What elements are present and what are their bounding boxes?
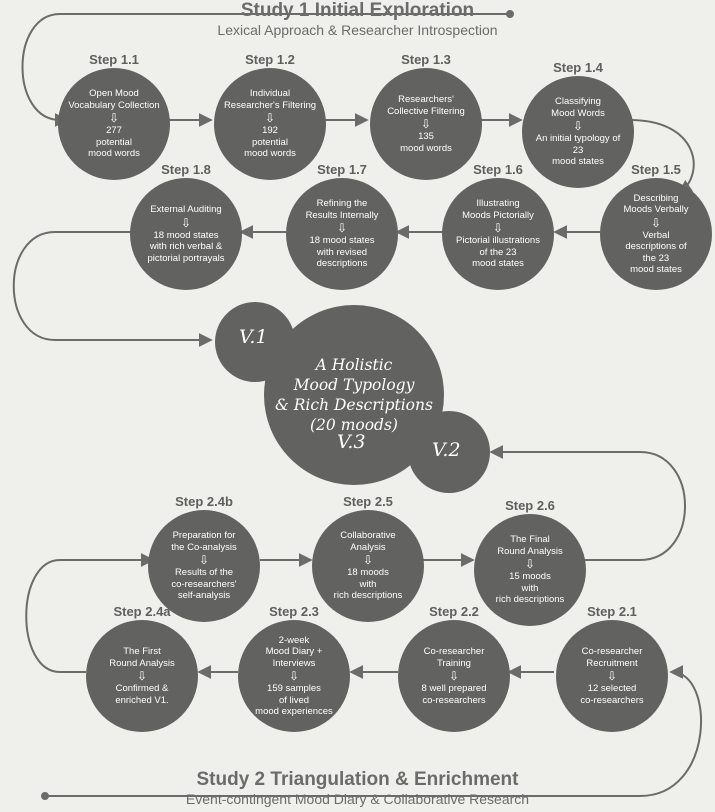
connector-footer-to-2-1	[45, 665, 703, 797]
step-2-6-node: The Final Round Analysis ⇩ 15 moods with…	[474, 514, 586, 626]
down-arrow-icon: ⇩	[198, 553, 210, 568]
step-2-6-text: The Final Round Analysis	[497, 534, 563, 557]
step-2-1-result: 12 selected co-researchers	[580, 683, 644, 706]
step-1-2-text: Individual Researcher's Filtering	[223, 88, 317, 111]
down-arrow-icon: ⇩	[136, 669, 148, 683]
step-2-2-text: Co-researcher Training	[423, 646, 485, 669]
step-1-8-text: External Auditing	[150, 204, 222, 215]
step-2-3-result: 159 samples of lived mood experiences	[255, 683, 333, 717]
connector-1-4-to-1-5	[629, 119, 695, 194]
study2-title: Study 2 Triangulation & Enrichment	[196, 769, 519, 790]
step-1-1-text: Open Mood Vocabulary Collection	[68, 88, 160, 111]
step-2-5-text: Collaborative Analysis	[340, 530, 396, 553]
step-1-3-text: Researchers' Collective Filtering	[387, 94, 465, 117]
step-2-1-label: Step 2.1	[587, 604, 637, 619]
step-2-4b-label: Step 2.4b	[175, 494, 233, 509]
down-arrow-icon: ⇩	[264, 111, 276, 126]
step-2-4a-node: The First Round Analysis ⇩ Confirmed & e…	[86, 620, 198, 732]
step-1-4-text: Classifying Mood Words	[551, 96, 605, 119]
step-2-3-text: 2-week Mood Diary + Interviews	[265, 634, 323, 669]
step-1-5-text: Describing Moods Verbally	[623, 192, 689, 216]
step-1-1-label: Step 1.1	[89, 52, 139, 67]
v2-label: V.2	[432, 439, 461, 461]
step-2-4a-result: Confirmed & enriched V1.	[115, 683, 169, 706]
step-2-6-label: Step 2.6	[505, 498, 555, 513]
connector-1-8-to-v1	[12, 231, 213, 347]
step-2-3-label: Step 2.3	[269, 604, 319, 619]
step-1-4-label: Step 1.4	[553, 60, 603, 75]
step-1-2-result: 192 potential mood words	[244, 125, 296, 160]
step-2-4a-text: The First Round Analysis	[109, 646, 175, 669]
step-2-2-node: Co-researcher Training ⇩ 8 well prepared…	[398, 620, 510, 732]
step-1-8-label: Step 1.8	[161, 162, 211, 177]
down-arrow-icon: ⇩	[336, 221, 348, 236]
step-1-8-result: 18 mood states with rich verbal & pictor…	[147, 229, 225, 264]
step-2-6-result: 15 moods with rich descriptions	[495, 571, 565, 606]
step-2-5-node: Collaborative Analysis ⇩ 18 moods with r…	[312, 510, 424, 622]
step-1-3-node: Researchers' Collective Filtering ⇩ 135 …	[370, 68, 482, 180]
step-1-6-result: Pictorial illustrations of the 23 mood s…	[456, 235, 540, 270]
down-arrow-icon: ⇩	[524, 557, 536, 572]
step-2-1-text: Co-researcher Recruitment	[581, 646, 643, 669]
step-2-3-node: 2-week Mood Diary + Interviews ⇩ 159 sam…	[238, 620, 350, 732]
step-1-2-label: Step 1.2	[245, 52, 295, 67]
step-1-1-result: 277 potential mood words	[88, 125, 140, 160]
step-1-6-node: Illustrating Moods Pictorially ⇩ Pictori…	[442, 178, 554, 290]
down-arrow-icon: ⇩	[420, 117, 432, 131]
study1-subtitle: Lexical Approach & Researcher Introspect…	[217, 22, 498, 38]
step-2-4b-text: Preparation for the Co-analysis	[171, 530, 237, 553]
down-arrow-icon: ⇩	[650, 215, 662, 230]
step-1-8-node: External Auditing ⇩ 18 mood states with …	[130, 178, 242, 290]
step-1-1-node: Open Mood Vocabulary Collection ⇩ 277 po…	[58, 68, 170, 180]
step-2-2-result: 8 well prepared co-researchers	[421, 683, 487, 706]
step-1-7-result: 18 mood states with revised descriptions	[309, 235, 375, 270]
study1-title: Study 1 Initial Exploration	[240, 0, 475, 21]
step-1-5-result: Verbal descriptions of the 23 mood state…	[625, 229, 687, 276]
step-1-7-node: Refining the Results Internally ⇩ 18 moo…	[286, 178, 398, 290]
step-2-5-result: 18 moods with rich descriptions	[333, 567, 403, 602]
step-1-5-label: Step 1.5	[631, 162, 681, 177]
step-2-2-label: Step 2.2	[429, 604, 479, 619]
connector-start-to-1-1	[21, 13, 510, 121]
v2-circle	[408, 411, 490, 493]
connector-2-4a-to-2-4b	[25, 553, 155, 673]
study2-subtitle: Event-contingent Mood Diary & Collaborat…	[185, 791, 530, 807]
step-1-7-label: Step 1.7	[317, 162, 367, 177]
down-arrow-icon: ⇩	[180, 215, 192, 230]
step-1-3-label: Step 1.3	[401, 52, 451, 67]
down-arrow-icon: ⇩	[572, 119, 584, 134]
step-1-3-result: 135 mood words	[400, 131, 452, 154]
step-2-4a-label: Step 2.4a	[113, 604, 171, 619]
v1-circle	[215, 302, 295, 382]
step-2-4b-result: Results of the co-researchers' self-anal…	[171, 567, 237, 602]
step-1-5-node: Describing Moods Verbally ⇩ Verbal descr…	[600, 178, 712, 290]
down-arrow-icon: ⇩	[448, 669, 460, 683]
step-1-7-text: Refining the Results Internally	[305, 198, 379, 221]
step-2-4b-node: Preparation for the Co-analysis ⇩ Result…	[148, 510, 260, 622]
down-arrow-icon: ⇩	[362, 553, 374, 568]
step-2-1-node: Co-researcher Recruitment ⇩ 12 selected …	[556, 620, 668, 732]
step-1-4-result: An initial typology of 23 mood states	[535, 133, 621, 168]
step-1-4-node: Classifying Mood Words ⇩ An initial typo…	[522, 76, 634, 188]
down-arrow-icon: ⇩	[606, 669, 618, 683]
step-1-6-text: Illustrating Moods Pictorially	[462, 198, 534, 221]
v1-label: V.1	[239, 326, 268, 348]
down-arrow-icon: ⇩	[108, 111, 120, 126]
step-2-5-label: Step 2.5	[343, 494, 393, 509]
connector-2-6-to-v2	[489, 445, 686, 561]
v3-label: V.3	[337, 431, 366, 453]
step-1-6-label: Step 1.6	[473, 162, 523, 177]
down-arrow-icon: ⇩	[288, 669, 300, 683]
down-arrow-icon: ⇩	[492, 221, 504, 236]
step-1-2-node: Individual Researcher's Filtering ⇩ 192 …	[214, 68, 326, 180]
